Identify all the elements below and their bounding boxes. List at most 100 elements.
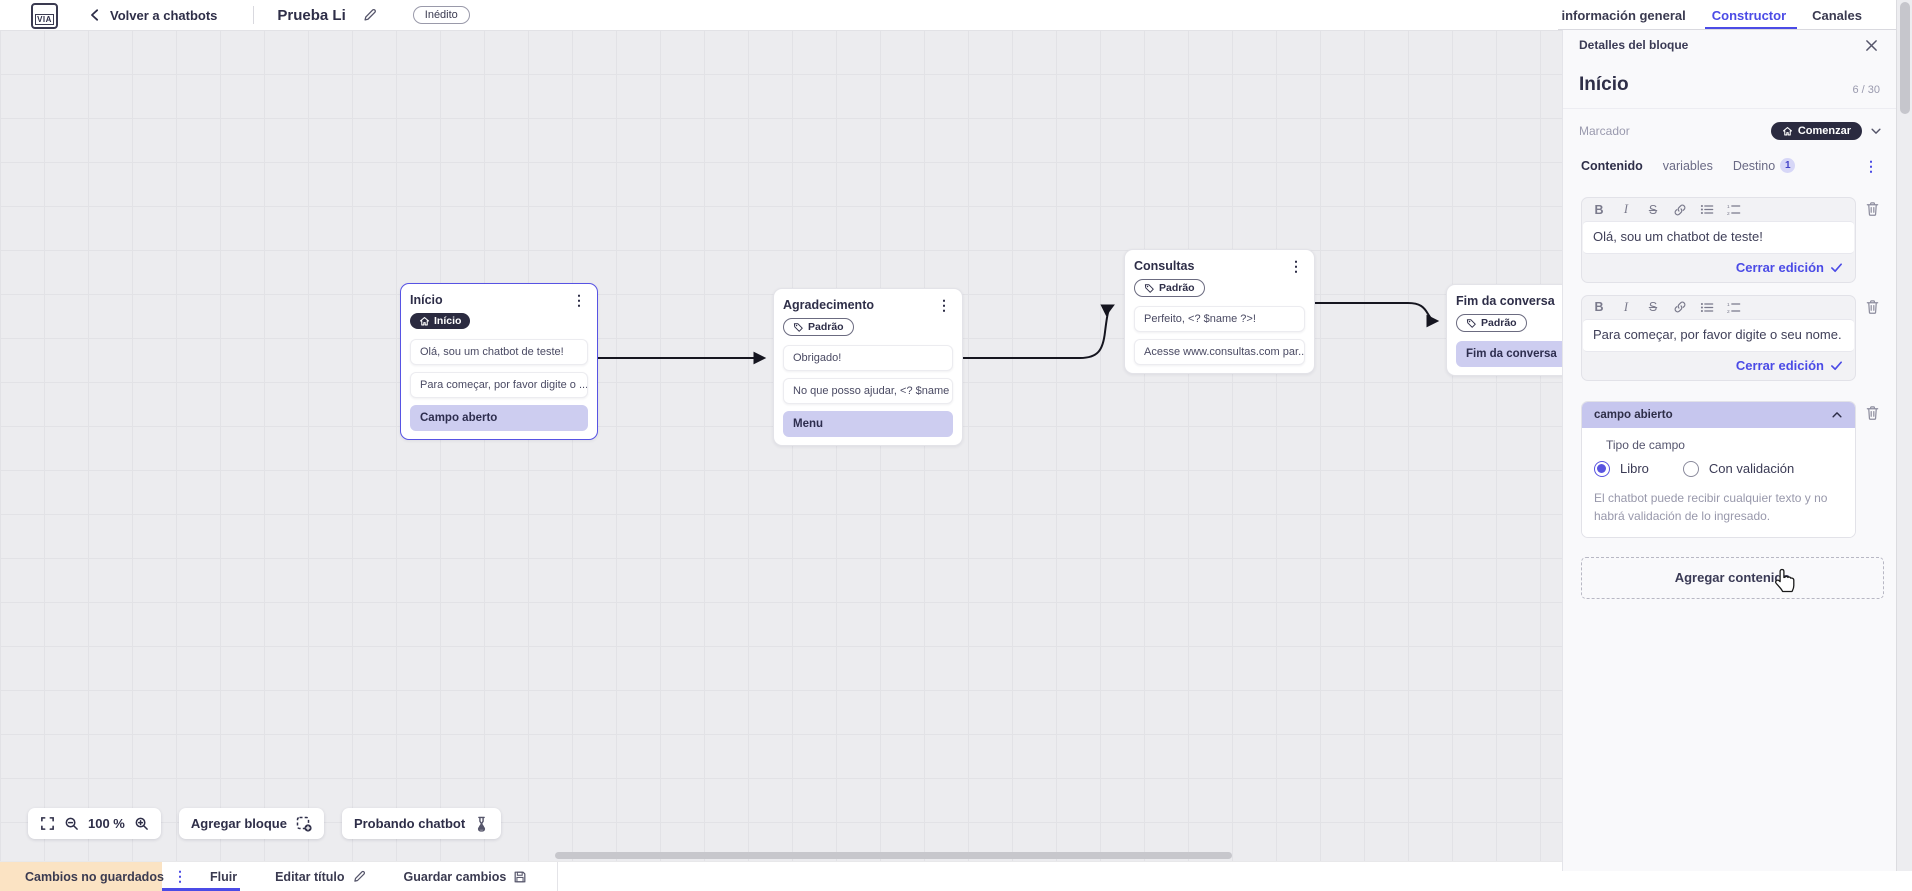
content-block-row: campo abierto Tipo de campo Libro Con va… bbox=[1563, 400, 1896, 538]
marker-value-pill[interactable]: Comenzar bbox=[1770, 122, 1862, 140]
check-icon bbox=[1831, 263, 1842, 272]
italic-icon[interactable]: I bbox=[1623, 202, 1629, 216]
node-content-item[interactable]: Perfeito, <? $name ?>! bbox=[1134, 305, 1305, 332]
panel-title: Detalles del bloque bbox=[1579, 38, 1689, 52]
back-to-chatbots-button[interactable]: Volver a chatbots bbox=[88, 8, 217, 23]
topbar-border bbox=[1558, 29, 1912, 30]
node-kebab-menu-icon[interactable]: ⋮ bbox=[937, 297, 951, 313]
flow-node-inicio[interactable]: Início ⋮ Início Olá, sou um chatbot de t… bbox=[400, 283, 598, 440]
message-text-input[interactable]: Olá, sou um chatbot de teste! bbox=[1583, 221, 1854, 254]
zoom-out-icon[interactable] bbox=[64, 816, 79, 831]
flow-node-agradecimento[interactable]: Agradecimento ⋮ Padrão Obrigado! No que … bbox=[773, 288, 963, 446]
node-content-item[interactable]: Para começar, por favor digite o ... bbox=[410, 371, 588, 398]
flow-kebab-menu-icon[interactable]: ⋮ bbox=[173, 868, 187, 884]
close-edit-button[interactable]: Cerrar edición bbox=[1735, 357, 1824, 373]
message-text-input[interactable]: Para começar, por favor digite o seu nom… bbox=[1583, 318, 1854, 352]
fullscreen-icon[interactable] bbox=[40, 816, 55, 831]
chevron-down-icon[interactable] bbox=[1870, 125, 1882, 137]
name-char-counter: 6 / 30 bbox=[1852, 84, 1880, 96]
tabs-kebab-menu-icon[interactable]: ⋮ bbox=[1864, 157, 1878, 174]
bulleted-list-icon[interactable] bbox=[1700, 301, 1714, 314]
radio-con-validacion[interactable] bbox=[1682, 460, 1699, 477]
svg-text:1: 1 bbox=[1727, 302, 1730, 308]
scrollbar-thumb[interactable] bbox=[1900, 2, 1910, 114]
link-icon[interactable] bbox=[1673, 300, 1687, 314]
edit-title-button[interactable]: Editar título bbox=[275, 870, 365, 884]
node-badge-label: Padrão bbox=[1481, 317, 1517, 329]
panel-top-tabs: información general Constructor Canales bbox=[1561, 0, 1862, 30]
bottombar-divider bbox=[557, 861, 559, 891]
page-vertical-scrollbar[interactable] bbox=[1896, 0, 1912, 871]
canvas-horizontal-scrollbar[interactable] bbox=[555, 852, 1232, 859]
tag-icon bbox=[1466, 318, 1476, 328]
tab-variables-label: variables bbox=[1662, 158, 1713, 173]
node-content-item[interactable]: Olá, sou um chatbot de teste! bbox=[410, 338, 588, 365]
bulleted-list-icon[interactable] bbox=[1700, 203, 1714, 216]
tab-constructor[interactable]: Constructor bbox=[1711, 7, 1787, 23]
chevron-up-icon[interactable] bbox=[1831, 409, 1843, 421]
block-name[interactable]: Início bbox=[1579, 74, 1629, 95]
tab-variables[interactable]: variables bbox=[1663, 159, 1713, 173]
delete-content-icon[interactable] bbox=[1865, 299, 1880, 315]
flask-icon bbox=[478, 816, 486, 832]
check-icon bbox=[1831, 361, 1842, 370]
bold-icon[interactable]: B bbox=[1594, 300, 1604, 315]
zoom-in-icon[interactable] bbox=[134, 816, 149, 831]
home-icon bbox=[1782, 126, 1792, 135]
test-chatbot-button[interactable]: Probando chatbot bbox=[341, 808, 502, 839]
node-menu-item[interactable]: Menu bbox=[783, 410, 953, 437]
tag-icon bbox=[1144, 283, 1154, 293]
tab-destino[interactable]: Destino 1 bbox=[1733, 158, 1796, 173]
node-content-item[interactable]: Acesse www.consultas.com par... bbox=[1134, 338, 1305, 365]
node-content-item[interactable]: No que posso ajudar, <? $name ... bbox=[783, 377, 953, 404]
strikethrough-icon[interactable]: S bbox=[1648, 300, 1658, 315]
delete-content-icon[interactable] bbox=[1865, 405, 1880, 421]
tab-canales[interactable]: Canales bbox=[1812, 7, 1862, 23]
tab-contenido[interactable]: Contenido bbox=[1581, 159, 1643, 173]
open-field-header[interactable]: campo abierto bbox=[1582, 401, 1855, 428]
edit-title-icon[interactable] bbox=[362, 8, 377, 23]
marker-value-label: Comenzar bbox=[1797, 125, 1851, 137]
field-type-options: Libro Con validación bbox=[1594, 460, 1843, 477]
zoom-level: 100 % bbox=[88, 816, 125, 831]
flow-node-consultas[interactable]: Consultas ⋮ Padrão Perfeito, <? $name ?>… bbox=[1124, 249, 1315, 374]
italic-icon[interactable]: I bbox=[1623, 299, 1629, 314]
node-open-field-item[interactable]: Campo aberto bbox=[410, 404, 588, 431]
node-kebab-menu-icon[interactable]: ⋮ bbox=[1289, 258, 1303, 274]
close-edit-button[interactable]: Cerrar edición bbox=[1735, 259, 1824, 275]
add-content-button[interactable]: Agregar contenido bbox=[1581, 556, 1884, 599]
add-block-label: Agregar bloque bbox=[190, 816, 287, 831]
unsaved-changes-banner: Cambios no guardados bbox=[0, 862, 164, 891]
strikethrough-icon[interactable]: S bbox=[1648, 202, 1658, 217]
node-kebab-menu-icon[interactable]: ⋮ bbox=[572, 292, 586, 308]
delete-content-icon[interactable] bbox=[1865, 201, 1880, 217]
status-badge: Inédito bbox=[412, 6, 470, 24]
radio-libro[interactable] bbox=[1594, 460, 1610, 477]
close-panel-icon[interactable] bbox=[1865, 39, 1878, 52]
node-title: Agradecimento bbox=[783, 298, 874, 312]
add-block-button[interactable]: Agregar bloque bbox=[178, 808, 324, 839]
flow-tab-underline bbox=[162, 888, 240, 891]
open-field-title: campo abierto bbox=[1594, 408, 1673, 421]
bold-icon[interactable]: B bbox=[1594, 202, 1604, 217]
field-type-label: Tipo de campo bbox=[1606, 437, 1685, 452]
edge-agradecimento-consultas bbox=[963, 304, 1115, 359]
node-content-item[interactable]: Obrigado! bbox=[783, 344, 953, 371]
tab-informacion-general[interactable]: información general bbox=[1561, 7, 1686, 23]
node-title: Consultas bbox=[1134, 259, 1195, 273]
svg-text:1: 1 bbox=[1727, 204, 1730, 210]
logo-text: VIA bbox=[35, 14, 54, 25]
edge-consultas-fim bbox=[1315, 302, 1440, 328]
field-help-text: El chatbot puede recibir cualquier texto… bbox=[1594, 490, 1828, 523]
marker-label: Marcador bbox=[1579, 124, 1630, 138]
save-changes-label: Guardar cambios bbox=[403, 869, 507, 884]
svg-text:2: 2 bbox=[1727, 309, 1730, 314]
save-changes-button[interactable]: Guardar cambios bbox=[404, 870, 528, 884]
link-icon[interactable] bbox=[1673, 203, 1687, 217]
flow-tab[interactable]: Fluir bbox=[210, 869, 238, 884]
